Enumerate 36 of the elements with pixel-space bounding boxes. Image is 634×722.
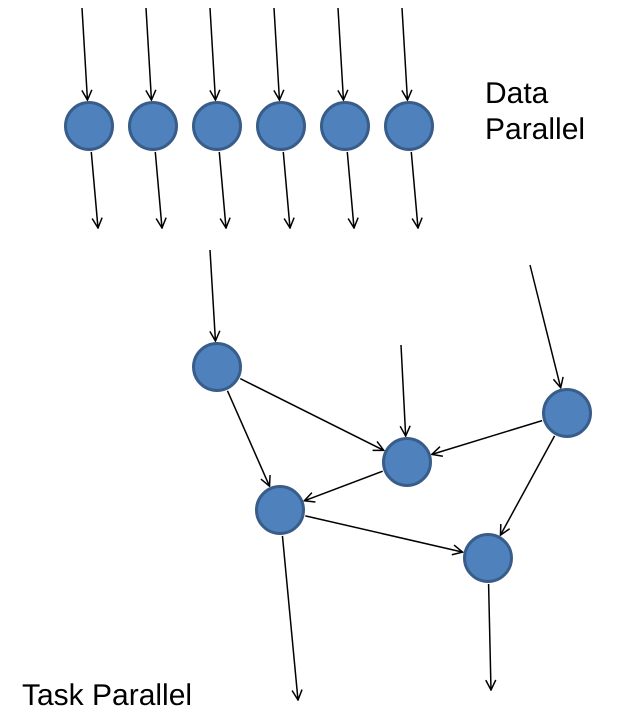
circle-node xyxy=(192,342,242,392)
arrow xyxy=(218,152,231,229)
circle-node xyxy=(384,101,434,151)
arrow xyxy=(81,8,93,101)
arrow xyxy=(485,584,497,691)
arrow xyxy=(226,390,271,487)
label-text: Task Parallel xyxy=(22,678,194,714)
arrow xyxy=(401,8,413,101)
arrow xyxy=(410,152,423,229)
circle-node xyxy=(542,388,592,438)
arrow xyxy=(90,152,103,229)
arrow xyxy=(209,250,221,342)
circle-node xyxy=(320,101,370,151)
circle-node xyxy=(256,101,306,151)
arrow xyxy=(154,152,167,229)
arrow xyxy=(500,435,556,536)
arrow xyxy=(282,152,295,229)
arrow xyxy=(273,8,285,101)
arrow xyxy=(529,264,564,389)
circle-node xyxy=(64,101,114,151)
arrow xyxy=(305,515,464,556)
arrow xyxy=(431,420,542,457)
arrow xyxy=(399,344,411,437)
circle-node xyxy=(463,533,513,583)
arrow xyxy=(337,8,349,101)
arrow xyxy=(346,152,359,229)
circle-node xyxy=(255,485,305,535)
label-text: Data Parallel xyxy=(485,76,586,148)
arrow xyxy=(145,8,157,101)
arrow xyxy=(240,378,384,452)
arrow xyxy=(282,536,303,701)
circle-node xyxy=(382,437,432,487)
arrow xyxy=(209,8,221,101)
circle-node xyxy=(192,101,242,151)
circle-node xyxy=(128,101,178,151)
arrow xyxy=(304,470,383,503)
